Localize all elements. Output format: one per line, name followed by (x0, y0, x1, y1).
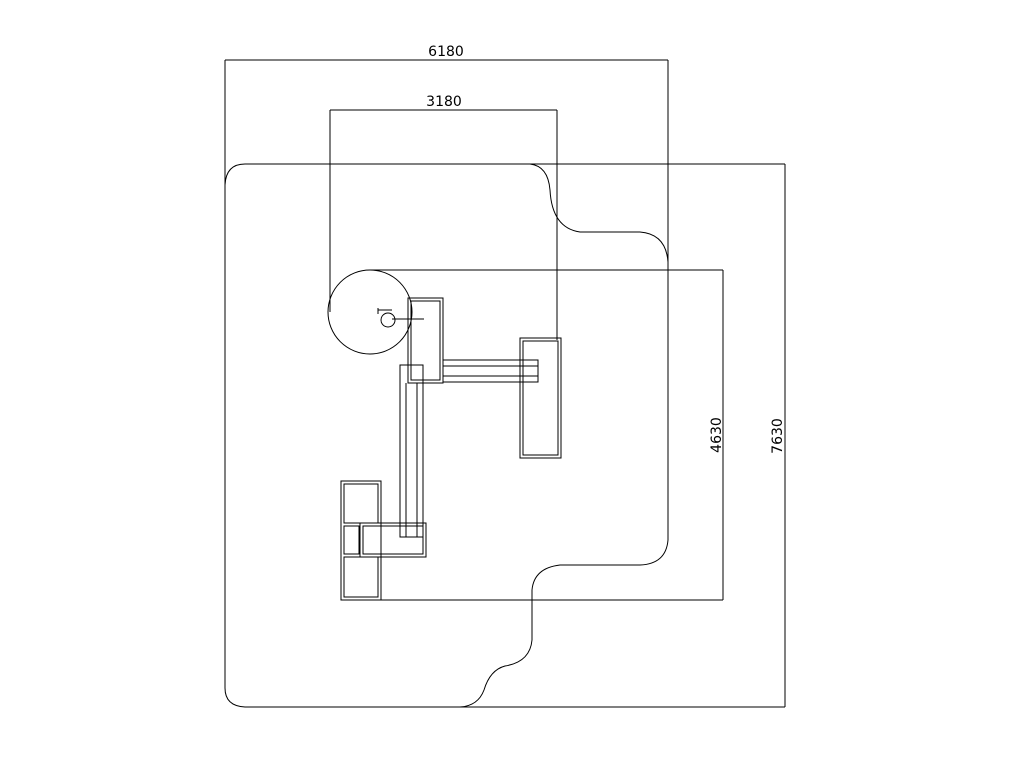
round-platform (327, 269, 413, 355)
vertical-bridge (399, 364, 424, 538)
bottom-left-module (340, 480, 427, 601)
dimension-inner-width-label: 3180 (426, 94, 462, 110)
outer-boundary (224, 163, 669, 708)
dimension-inner-width: 3180 (329, 94, 558, 340)
dimension-inner-height: 4630 (370, 269, 725, 601)
tower-platform (407, 297, 444, 384)
dimension-overall-height-label: 7630 (770, 418, 786, 454)
horizontal-bridge (442, 359, 539, 383)
dimension-overall-height: 7630 (460, 163, 786, 708)
dimension-overall-width: 6180 (224, 44, 669, 262)
dimension-overall-width-label: 6180 (428, 44, 464, 60)
right-platform (519, 337, 562, 459)
dimension-inner-height-label: 4630 (709, 417, 725, 453)
fixture-symbol (377, 308, 424, 328)
